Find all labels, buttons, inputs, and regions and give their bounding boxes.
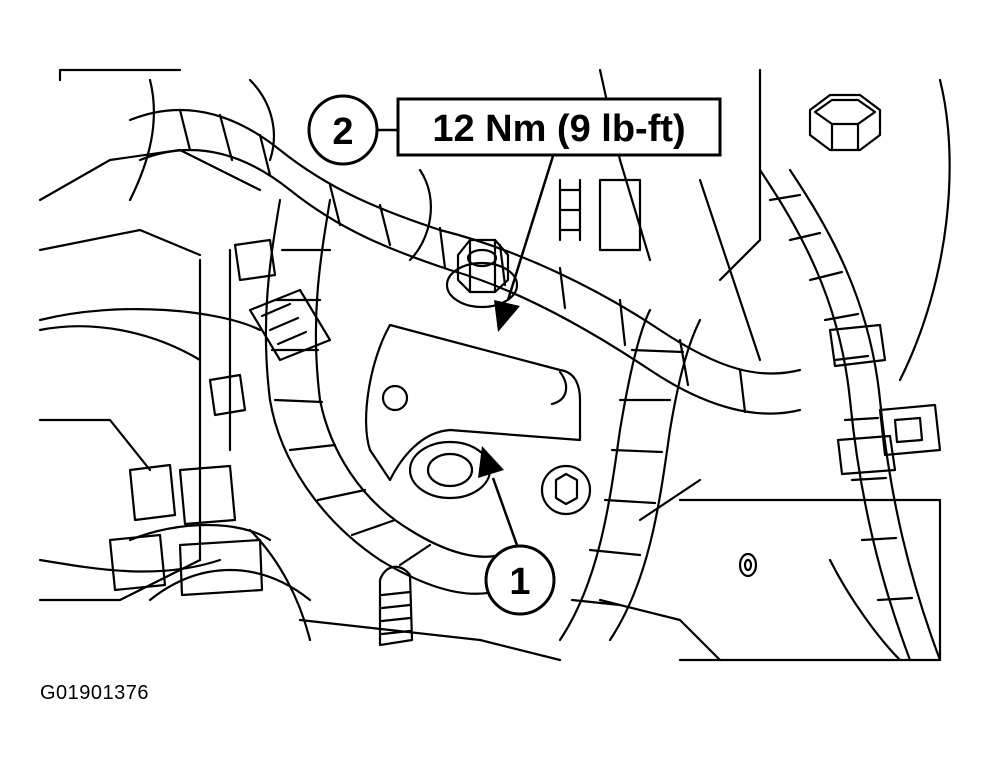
torque-arrow-icon [494, 156, 553, 332]
hex-bolt-icon [810, 95, 880, 150]
connectors [110, 240, 940, 645]
callout-1-number: 1 [509, 561, 530, 603]
bracket-arrow-icon [478, 446, 518, 548]
callout-2-number: 2 [332, 111, 353, 153]
socket-bolt-icon [542, 466, 590, 514]
callout-2-circle [309, 96, 377, 164]
wiring-harness [40, 110, 940, 660]
flange-nut-icon [447, 240, 517, 307]
torque-label: 12 Nm (9 lb-ft) [432, 108, 685, 150]
torque-label-box [398, 99, 720, 155]
callout-2: 2 [309, 96, 398, 164]
ground-bracket [366, 325, 580, 498]
figure-id: G01901376 [40, 682, 150, 704]
callout-1: 1 [478, 446, 554, 614]
torque-callout: 12 Nm (9 lb-ft) [398, 99, 720, 155]
callout-1-circle [486, 546, 554, 614]
